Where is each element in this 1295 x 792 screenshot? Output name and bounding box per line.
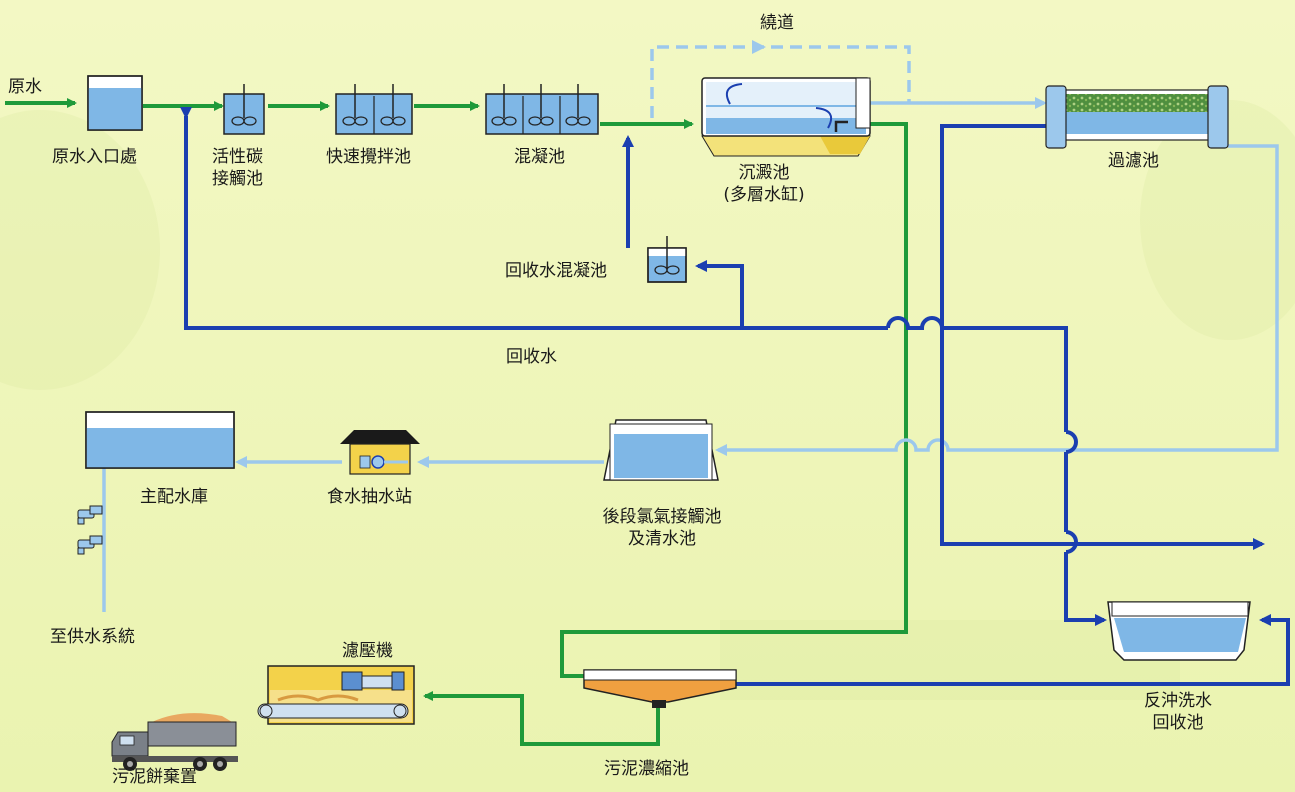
coagulation-tank	[485, 84, 599, 135]
bypass-label: 繞道	[760, 13, 794, 33]
recycle-flow	[180, 107, 1290, 686]
backwash-tank-label: 反沖洗水 回收池	[1144, 691, 1212, 733]
filter-press-machine	[257, 665, 415, 725]
sludge-disposal-label: 污泥餅棄置	[112, 767, 197, 787]
pump-station	[340, 430, 420, 475]
bypass-arrow	[752, 40, 766, 54]
background-decoration	[0, 100, 1295, 700]
supply-system-label: 至供水系統	[50, 627, 135, 647]
filter-to-contact-line	[956, 144, 1279, 452]
bypass-line	[650, 45, 911, 118]
thickener-to-press-arrow	[423, 691, 660, 746]
crossover-hops-lower	[888, 438, 956, 452]
crossover-hop-right	[1065, 430, 1078, 454]
sed-tank-label: 沉澱池 (多層水缸)	[723, 163, 805, 205]
raw-water-label: 原水	[8, 77, 42, 97]
truck-icon	[111, 713, 238, 771]
backwash-tank	[1107, 601, 1251, 661]
tap-icon	[77, 505, 103, 555]
filter-label: 過濾池	[1108, 151, 1159, 171]
carbon-tank-label: 活性碳 接觸池	[212, 147, 263, 189]
rapid-mix-label: 快速攪拌池	[326, 147, 411, 167]
main-reservoir	[85, 411, 235, 469]
filter-press-label: 濾壓機	[342, 641, 393, 661]
main-treatment-flow	[5, 98, 908, 746]
recycled-coag-label: 回收水混凝池	[505, 261, 607, 281]
main-reservoir-label: 主配水庫	[140, 487, 208, 507]
coag-tank-label: 混凝池	[514, 147, 565, 167]
sed-sludge-line	[560, 122, 908, 678]
thickener-label: 污泥濃縮池	[604, 759, 689, 779]
carbon-contact-tank	[223, 84, 265, 135]
pump-station-label: 食水抽水站	[327, 487, 412, 507]
crossover-hops-upper	[886, 316, 944, 330]
intake-tank	[87, 75, 143, 131]
sludge-thickener	[583, 669, 737, 708]
clear-water-flow	[102, 97, 1279, 612]
contact-clear-water-tank	[603, 419, 719, 481]
rapid-mix-tank	[335, 84, 413, 135]
intake-label: 原水入口處	[52, 147, 137, 167]
recycled-coag-tank	[647, 236, 687, 283]
filter-tank	[1045, 85, 1229, 149]
recycled-water-label: 回收水	[506, 347, 557, 367]
contact-tank-label: 後段氯氣接觸池 及清水池	[602, 507, 722, 549]
sedimentation-tank	[701, 77, 871, 157]
